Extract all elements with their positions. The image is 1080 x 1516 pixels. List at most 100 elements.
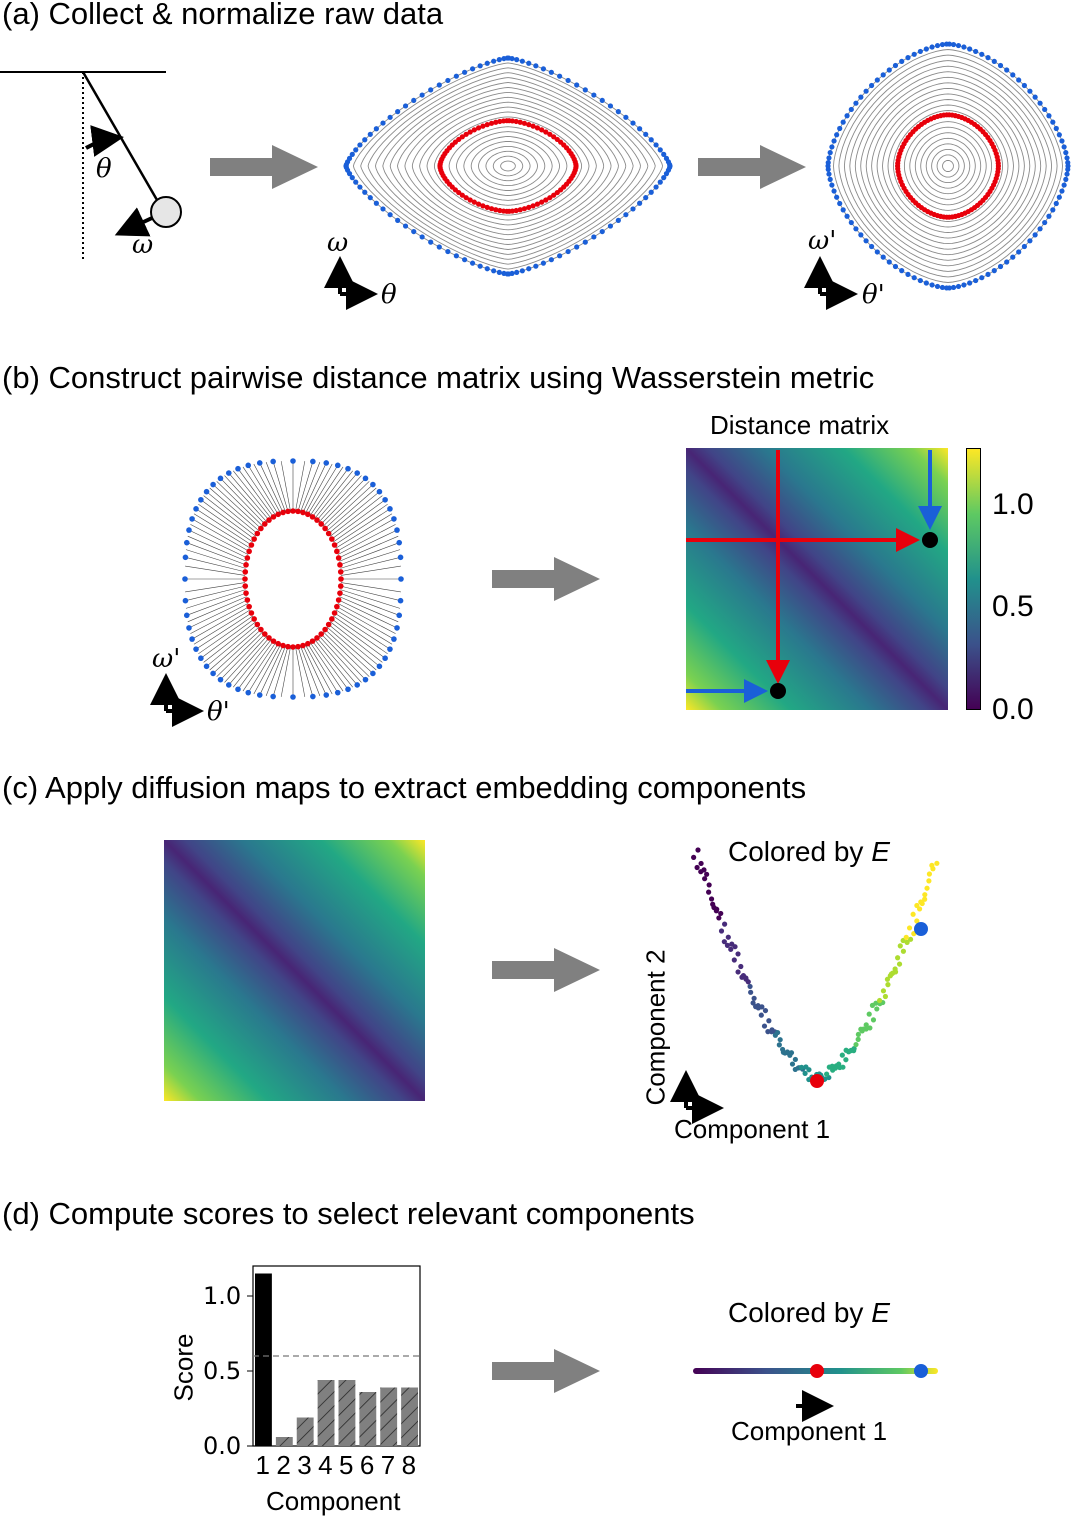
blue-orbit-point <box>519 58 525 64</box>
blue-orbit-point <box>997 62 1004 69</box>
red-point <box>243 562 249 568</box>
colored-by-label: Colored by E <box>728 836 890 868</box>
red-point <box>318 521 325 527</box>
red-point <box>331 610 338 616</box>
transport-line <box>324 484 374 529</box>
blue-point <box>217 475 224 482</box>
orbit <box>833 49 1063 283</box>
blue-point <box>370 481 376 488</box>
embedding-point <box>876 997 883 1004</box>
blue-orbit-point <box>1063 176 1069 182</box>
embedding-point <box>713 908 719 914</box>
blue-point <box>391 516 397 522</box>
blue-orbit-point <box>657 147 663 153</box>
omega-label: ω <box>132 230 154 260</box>
embedding-point <box>761 1023 768 1029</box>
transport-line <box>302 645 327 696</box>
red-point <box>295 643 301 650</box>
embedding-point <box>750 1000 756 1006</box>
embedding-point <box>735 951 741 957</box>
blue-orbit-point <box>1032 94 1038 100</box>
transport-line <box>191 518 250 552</box>
orbit <box>871 87 1025 245</box>
transport-line <box>302 462 327 513</box>
transport-line <box>331 499 386 540</box>
embedding-point <box>802 1070 808 1076</box>
transport-line <box>188 599 248 629</box>
red-point <box>244 597 251 603</box>
transport-line <box>187 535 247 562</box>
blue-orbit-point <box>917 48 923 55</box>
blue-orbit-point <box>526 266 532 272</box>
blue-orbit-point <box>380 206 386 212</box>
embedding-point <box>914 918 920 924</box>
blue-orbit-point <box>1046 213 1052 219</box>
orbit <box>893 110 1003 222</box>
y-tick-label: 0.5 <box>203 1357 242 1385</box>
transport-line <box>333 503 388 543</box>
x-tick-label: 5 <box>338 1450 354 1480</box>
transport-line <box>337 603 396 634</box>
bar-3 <box>296 1417 314 1446</box>
blue-orbit-point <box>967 46 973 52</box>
blue-orbit-point <box>973 277 979 284</box>
orbit <box>404 96 612 236</box>
blue-point <box>235 686 241 693</box>
embedding-point <box>900 948 907 954</box>
red-orbit-point <box>480 123 486 129</box>
blue-orbit-point <box>357 142 363 148</box>
blue-orbit-point <box>514 57 520 63</box>
blue-orbit-point <box>519 268 525 274</box>
transport-line <box>190 524 249 555</box>
blue-orbit-point <box>934 42 941 49</box>
orbit <box>485 150 531 182</box>
embedding-point <box>798 1064 805 1070</box>
blue-orbit-point <box>574 82 580 88</box>
blue-orbit-point <box>648 189 654 195</box>
bar-1 <box>255 1273 272 1446</box>
embedding-point <box>910 911 916 917</box>
red-orbit-point <box>488 206 495 212</box>
orbit <box>843 60 1053 272</box>
red-point <box>337 583 344 589</box>
red-orbit-point <box>459 134 465 140</box>
blue-orbit-point <box>939 284 946 291</box>
red-orbit-point <box>526 204 532 210</box>
orbit <box>920 137 976 195</box>
blue-orbit-point <box>1059 138 1065 144</box>
transport-line <box>185 557 246 573</box>
embedding-point <box>739 974 745 980</box>
blue-orbit-point <box>387 212 393 218</box>
embedding-point <box>906 925 913 931</box>
embedding-point <box>691 854 697 860</box>
blue-orbit-point <box>880 72 886 78</box>
red-point <box>242 569 249 575</box>
blue-orbit-point <box>848 106 854 113</box>
red-orbit-point <box>543 129 549 135</box>
red-point <box>285 508 291 515</box>
blue-orbit-point <box>997 263 1004 270</box>
blue-orbit-point <box>961 44 967 50</box>
red-orbit-point <box>513 118 519 125</box>
transport-line <box>200 499 255 540</box>
blue-orbit-point <box>469 260 476 266</box>
transport-line <box>185 589 246 609</box>
blue-orbit-point <box>349 151 355 157</box>
embedding-point <box>718 910 724 917</box>
orbit <box>914 132 982 200</box>
transport-line <box>191 606 250 640</box>
blue-orbit-point <box>462 257 468 263</box>
red-point <box>329 536 335 542</box>
blue-orbit-point <box>574 244 580 250</box>
blue-orbit-point <box>533 63 539 69</box>
red-orbit-point <box>526 122 532 128</box>
embedding-point <box>896 961 903 967</box>
embedding-point <box>745 979 751 985</box>
red-orbit-point <box>551 134 557 140</box>
red-orbit-point <box>530 123 536 129</box>
blue-orbit-point <box>923 280 929 286</box>
blue-orbit-point <box>955 42 962 49</box>
transport-line <box>185 565 246 576</box>
orbit <box>426 111 590 221</box>
